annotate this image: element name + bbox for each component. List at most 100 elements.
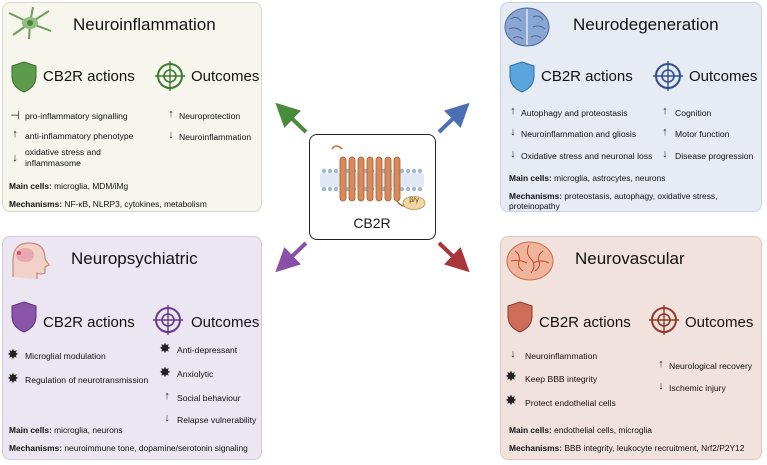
main-cells: Main cells: endothelial cells, microglia [509, 425, 652, 436]
panel-neurovascular: Neurovascular CB2R actions Outcomes ↓ Ne… [500, 236, 762, 460]
g-protein-label: β/γ [409, 197, 419, 204]
inhibit-icon: ⊣ [10, 110, 20, 122]
panel-neuroinflammation: Neuroinflammation CB2R actions Outcomes … [2, 2, 262, 212]
action-item: Neuroinflammation [525, 351, 598, 361]
outcomes-heading: Outcomes [191, 68, 260, 85]
target-icon [649, 305, 679, 335]
main-cells-label: Main cells: [509, 425, 552, 435]
arrow-down-icon: ↓ [164, 412, 170, 424]
arrow-down-icon: ↓ [510, 126, 516, 138]
arrow-up-icon: ↑ [662, 126, 668, 138]
outcome-item: Anti-depressant [177, 345, 238, 355]
shield-icon [509, 61, 535, 93]
outcome-item: Motor function [675, 129, 730, 139]
action-item: Neuroinflammation and gliosis [521, 129, 637, 139]
outcome-item: Ischemic injury [669, 383, 726, 393]
arrow-to-neurodegeneration [437, 102, 470, 134]
mechanisms-value-line2: proteinopathy [509, 201, 560, 211]
actions-heading: CB2R actions [539, 314, 631, 331]
mechanisms: Mechanisms: BBB integrity, leukocyte rec… [509, 443, 744, 454]
panel-title: Neuroinflammation [73, 15, 216, 34]
arrow-up-icon: ↑ [164, 390, 170, 402]
receptor-label: CB2R [353, 215, 391, 231]
action-item: oxidative stress and [25, 147, 101, 157]
arrow-down-icon: ↓ [510, 348, 516, 360]
arrow-up-icon: ↑ [12, 128, 18, 140]
main-cells-value: microglia, astrocytes, neurons [554, 173, 666, 183]
action-item: Oxidative stress and neuronal loss [521, 151, 653, 161]
main-cells: Main cells: microglia, neurons [9, 425, 123, 436]
target-icon [155, 61, 185, 91]
shield-icon [11, 61, 37, 93]
cb2r-receptor-box: β/γ CB2R [309, 134, 436, 240]
star-icon: ✸ [505, 392, 517, 408]
panel-neurodegeneration: Neurodegeneration CB2R actions Outcomes … [500, 2, 762, 212]
shield-icon [11, 301, 37, 333]
action-item: Regulation of neurotransmission [25, 375, 149, 385]
main-cells-value: endothelial cells, microglia [554, 425, 652, 435]
star-icon: ✸ [7, 370, 19, 386]
arrow-to-neuropsychiatric [275, 241, 308, 273]
outcome-item: Cognition [675, 108, 712, 118]
star-icon: ✸ [159, 364, 171, 380]
head-profile-icon [12, 242, 50, 279]
action-item: Keep BBB integrity [525, 374, 598, 384]
arrow-down-icon: ↓ [168, 129, 174, 141]
panel-title: Neurodegeneration [573, 15, 719, 34]
mechanisms: Mechanisms: NF-κB, NLRP3, cytokines, met… [9, 199, 207, 210]
main-cells-value: microglia, neurons [54, 425, 123, 435]
microglia-cell-icon [8, 6, 52, 40]
mechanisms-value: proteostasis, autophagy, oxidative stres… [564, 191, 718, 201]
star-icon: ✸ [159, 340, 171, 356]
arrow-to-neuroinflammation [275, 102, 308, 134]
action-item: Autophagy and proteostasis [521, 108, 628, 118]
panel-neuropsychiatric: Neuropsychiatric CB2R actions Outcomes ✸… [2, 236, 262, 460]
star-icon: ✸ [505, 368, 517, 384]
main-cells-label: Main cells: [9, 181, 52, 191]
arrow-up-icon: ↑ [168, 108, 174, 120]
arrow-down-icon: ↓ [662, 148, 668, 160]
cell-membrane-icon [320, 145, 426, 210]
outcome-item: Neurological recovery [669, 361, 753, 371]
target-icon [653, 61, 683, 91]
outcomes-heading: Outcomes [689, 68, 758, 85]
action-item: Microglial modulation [25, 351, 106, 361]
outcome-item: Social behaviour [177, 393, 241, 403]
mechanisms: Mechanisms: neuroimmune tone, dopamine/s… [9, 443, 248, 454]
outcomes-heading: Outcomes [685, 314, 754, 331]
main-cells: Main cells: microglia, astrocytes, neuro… [509, 173, 665, 184]
mechanisms-label: Mechanisms: [509, 443, 563, 453]
vascular-brain-icon [506, 241, 554, 281]
main-cells-label: Main cells: [509, 173, 552, 183]
actions-heading: CB2R actions [43, 314, 135, 331]
outcomes-heading: Outcomes [191, 314, 260, 331]
action-item: anti-inflammatory phenotype [25, 131, 134, 141]
outcome-item: Neuroprotection [179, 111, 241, 121]
action-item: inflammasome [25, 158, 81, 168]
arrow-up-icon: ↑ [658, 358, 664, 370]
mechanisms-label: Mechanisms: [9, 443, 63, 453]
mechanisms-label: Mechanisms: [509, 191, 563, 201]
arrow-down-icon: ↓ [510, 148, 516, 160]
panel-title: Neurovascular [575, 249, 685, 268]
outcome-item: Neuroinflammation [179, 132, 252, 142]
action-item: pro-inflammatory signalling [25, 111, 128, 121]
actions-heading: CB2R actions [43, 68, 135, 85]
outcome-item: Relapse vulnerability [177, 415, 257, 425]
action-item: Protect endothelial cells [525, 398, 616, 408]
mechanisms-label: Mechanisms: [9, 199, 63, 209]
shield-icon [507, 301, 533, 333]
mechanisms: Mechanisms: proteostasis, autophagy, oxi… [509, 191, 717, 202]
outcome-item: Disease progression [675, 151, 754, 161]
arrow-up-icon: ↑ [662, 105, 668, 117]
mechanisms-value: neuroimmune tone, dopamine/serotonin sig… [64, 443, 248, 453]
actions-heading: CB2R actions [541, 68, 633, 85]
panel-title: Neuropsychiatric [71, 249, 198, 268]
brain-icon [504, 7, 550, 47]
arrow-down-icon: ↓ [658, 380, 664, 392]
main-cells-label: Main cells: [9, 425, 52, 435]
target-icon [153, 305, 183, 335]
outcome-item: Anxiolytic [177, 369, 214, 379]
star-icon: ✸ [7, 346, 19, 362]
